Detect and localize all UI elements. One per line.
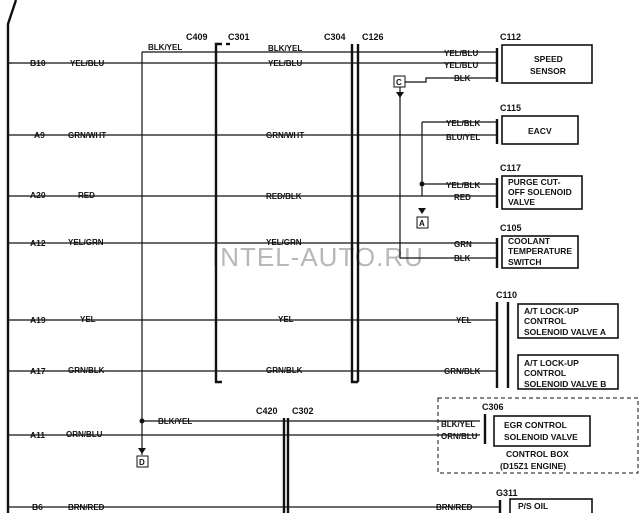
coolant-box: [501, 235, 579, 269]
wire-label-a12-left: YEL/GRN: [68, 238, 104, 247]
egr-box: [493, 415, 591, 447]
ref-flag-c: [393, 75, 406, 88]
purge-line1: PURGE CUT-: [508, 177, 561, 187]
wire-label-a17-mid: GRN/BLK: [266, 366, 303, 375]
speed-sensor-line2: SENSOR: [530, 66, 566, 76]
eacv-label: EACV: [528, 126, 552, 136]
arrow-a: [418, 208, 426, 214]
wire-label-a19-left: YEL: [80, 315, 96, 324]
wire-label-blk-yel-top-left: BLK/YEL: [148, 43, 182, 52]
ps-oil-box: [509, 498, 593, 513]
connector-c409-c301: [214, 42, 230, 384]
wire-label-a19-right: YEL: [456, 316, 472, 325]
at-a-line2: CONTROL: [524, 316, 566, 326]
component-id-c115: C115: [500, 103, 521, 113]
at-b-box: [517, 354, 619, 390]
component-id-c112: C112: [500, 32, 521, 42]
wire-label-b10-left: YEL/BLU: [70, 59, 104, 68]
wire-label-purge-yel-blk: YEL/BLK: [446, 181, 480, 190]
purge-line2: OFF SOLENOID: [508, 187, 572, 197]
connector-label-c302: C302: [292, 406, 314, 416]
ps-oil-label: P/S OIL: [518, 501, 548, 511]
wire-label-purge-red: RED: [454, 193, 471, 202]
wire-label-a9-left: GRN/WHT: [68, 131, 106, 140]
wire-label-coolant-grn: GRN: [454, 240, 472, 249]
at-b-line3: SOLENOID VALVE B: [524, 379, 606, 389]
coolant-line3: SWITCH: [508, 257, 542, 267]
speed-sensor-box: [501, 44, 593, 84]
wire-label-b6-right: BRN/RED: [436, 503, 473, 512]
purge-line3: VALVE: [508, 197, 535, 207]
at-b-line1: A/T LOCK-UP: [524, 358, 579, 368]
connector-label-c409: C409: [186, 32, 208, 42]
splice-purge: [419, 181, 425, 187]
engine-label: (D15Z1 ENGINE): [500, 461, 566, 471]
ref-flag-c-label: C: [396, 78, 402, 87]
arrow-d: [138, 448, 146, 454]
wire-label-a11-left: ORN/BLU: [66, 430, 103, 439]
wire-speed-blk: [399, 77, 496, 96]
wire-label-a9-mid: GRN/WHT: [266, 131, 304, 140]
wire-label-b10-mid: YEL/BLU: [268, 59, 302, 68]
wire-label-yel-blu-top-right: YEL/BLU: [444, 49, 478, 58]
at-a-line1: A/T LOCK-UP: [524, 306, 579, 316]
wire-label-a19-mid: YEL: [278, 315, 294, 324]
wire-label-b10-right: YEL/BLU: [444, 61, 478, 70]
at-b-line2: CONTROL: [524, 368, 566, 378]
wire-label-speed-blk: BLK: [454, 74, 471, 83]
wire-label-a17-left: GRN/BLK: [68, 366, 105, 375]
eacv-box: [501, 115, 579, 145]
wire-label-egr-blk-yel: BLK/YEL: [441, 420, 475, 429]
control-box-outline: [437, 397, 639, 474]
watermark: INTEL-AUTO.RU: [212, 242, 424, 272]
ecm-body-edge: [6, 0, 18, 513]
at-a-box: [517, 303, 619, 339]
connector-label-c304: C304: [324, 32, 346, 42]
wire-label-a17-right: GRN/BLK: [444, 367, 481, 376]
purge-box: [501, 175, 583, 210]
control-box-label: CONTROL BOX: [506, 449, 569, 459]
connector-c304-c126: [350, 44, 360, 384]
wire-label-eacv-yel-blk: YEL/BLK: [446, 119, 480, 128]
wire-label-b6-left: BRN/RED: [68, 503, 105, 512]
coolant-line2: TEMPERATURE: [508, 246, 572, 256]
component-id-c105: C105: [500, 223, 522, 233]
wire-label-a12-mid: YEL/GRN: [266, 238, 302, 247]
arrow-c: [396, 92, 404, 98]
connector-label-c301: C301: [228, 32, 250, 42]
component-id-c117: C117: [500, 163, 521, 173]
speed-sensor-line1: SPEED: [534, 54, 563, 64]
ref-flag-d-label: D: [139, 458, 145, 467]
component-id-c110: C110: [496, 290, 517, 300]
wire-label-a20-left: RED: [78, 191, 95, 200]
wire-label-a11-blk-yel: BLK/YEL: [158, 417, 192, 426]
coolant-line1: COOLANT: [508, 236, 551, 246]
egr-line2: SOLENOID VALVE: [504, 432, 578, 442]
wire-label-egr-orn-blu: ORN/BLU: [441, 432, 478, 441]
wire-coolant-blk: [399, 216, 496, 259]
wire-label-a20-mid: RED/BLK: [266, 192, 302, 201]
connector-label-c420: C420: [256, 406, 278, 416]
ref-flag-a: [416, 216, 429, 229]
connector-c420-c302: [282, 418, 290, 513]
component-id-g311: G311: [496, 488, 518, 498]
egr-line1: EGR CONTROL: [504, 420, 567, 430]
wire-label-coolant-blk: BLK: [454, 254, 471, 263]
pin-a20: A20: [30, 190, 46, 200]
wire-label-eacv-blu-yel: BLU/YEL: [446, 133, 480, 142]
component-id-c306: C306: [482, 402, 504, 412]
wire-label-blk-yel-top-mid: BLK/YEL: [268, 44, 302, 53]
ref-flag-a-label: A: [419, 219, 425, 228]
ref-flag-d: [136, 455, 149, 468]
splice-a11: [139, 418, 145, 424]
at-a-line3: SOLENOID VALVE A: [524, 327, 606, 337]
connector-label-c126: C126: [362, 32, 384, 42]
